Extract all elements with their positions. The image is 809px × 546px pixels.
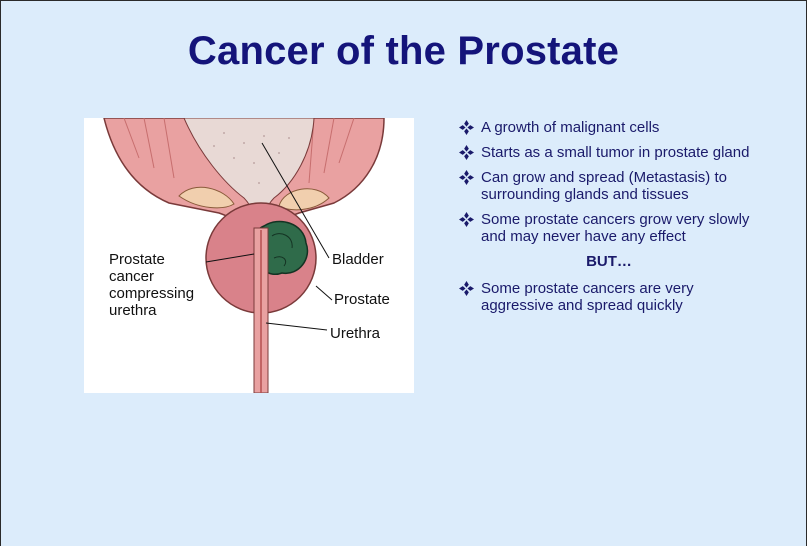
label-prostate-cancer-2: cancer (109, 268, 154, 285)
bullet-item: Starts as a small tumor in prostate glan… (459, 144, 759, 161)
four-diamond-bullet-icon (459, 212, 474, 227)
bullet-item: Some prostate cancers grow very slowly a… (459, 211, 759, 245)
bullet-text: A growth of malignant cells (481, 119, 659, 136)
label-prostate: Prostate (334, 291, 390, 308)
prostate-illustration: Prostate cancer compressing urethra Blad… (84, 118, 414, 393)
bullet-text: Some prostate cancers grow very slowly a… (481, 211, 749, 245)
bullet-list: A growth of malignant cells Starts as a … (459, 119, 759, 322)
label-prostate-cancer-3: compressing (109, 285, 194, 302)
label-urethra: Urethra (330, 325, 381, 342)
four-diamond-bullet-icon (459, 120, 474, 135)
label-prostate-cancer-4: urethra (109, 302, 157, 319)
bullet-text: Can grow and spread (Metastasis) to surr… (481, 169, 727, 203)
bullet-item: Some prostate cancers are very aggressiv… (459, 280, 759, 314)
bullet-text: Some prostate cancers are very aggressiv… (481, 280, 694, 314)
prostate-diagram: Prostate cancer compressing urethra Blad… (84, 118, 414, 393)
slide-title: Cancer of the Prostate (1, 29, 806, 74)
four-diamond-bullet-icon (459, 170, 474, 185)
bullet-item: Can grow and spread (Metastasis) to surr… (459, 169, 759, 203)
bullet-item: A growth of malignant cells (459, 119, 759, 136)
bullet-text: Starts as a small tumor in prostate glan… (481, 144, 749, 161)
label-bladder: Bladder (332, 251, 384, 268)
label-prostate-cancer-1: Prostate (109, 251, 165, 268)
four-diamond-bullet-icon (459, 281, 474, 296)
four-diamond-bullet-icon (459, 145, 474, 160)
interjection: BUT… (459, 253, 759, 270)
